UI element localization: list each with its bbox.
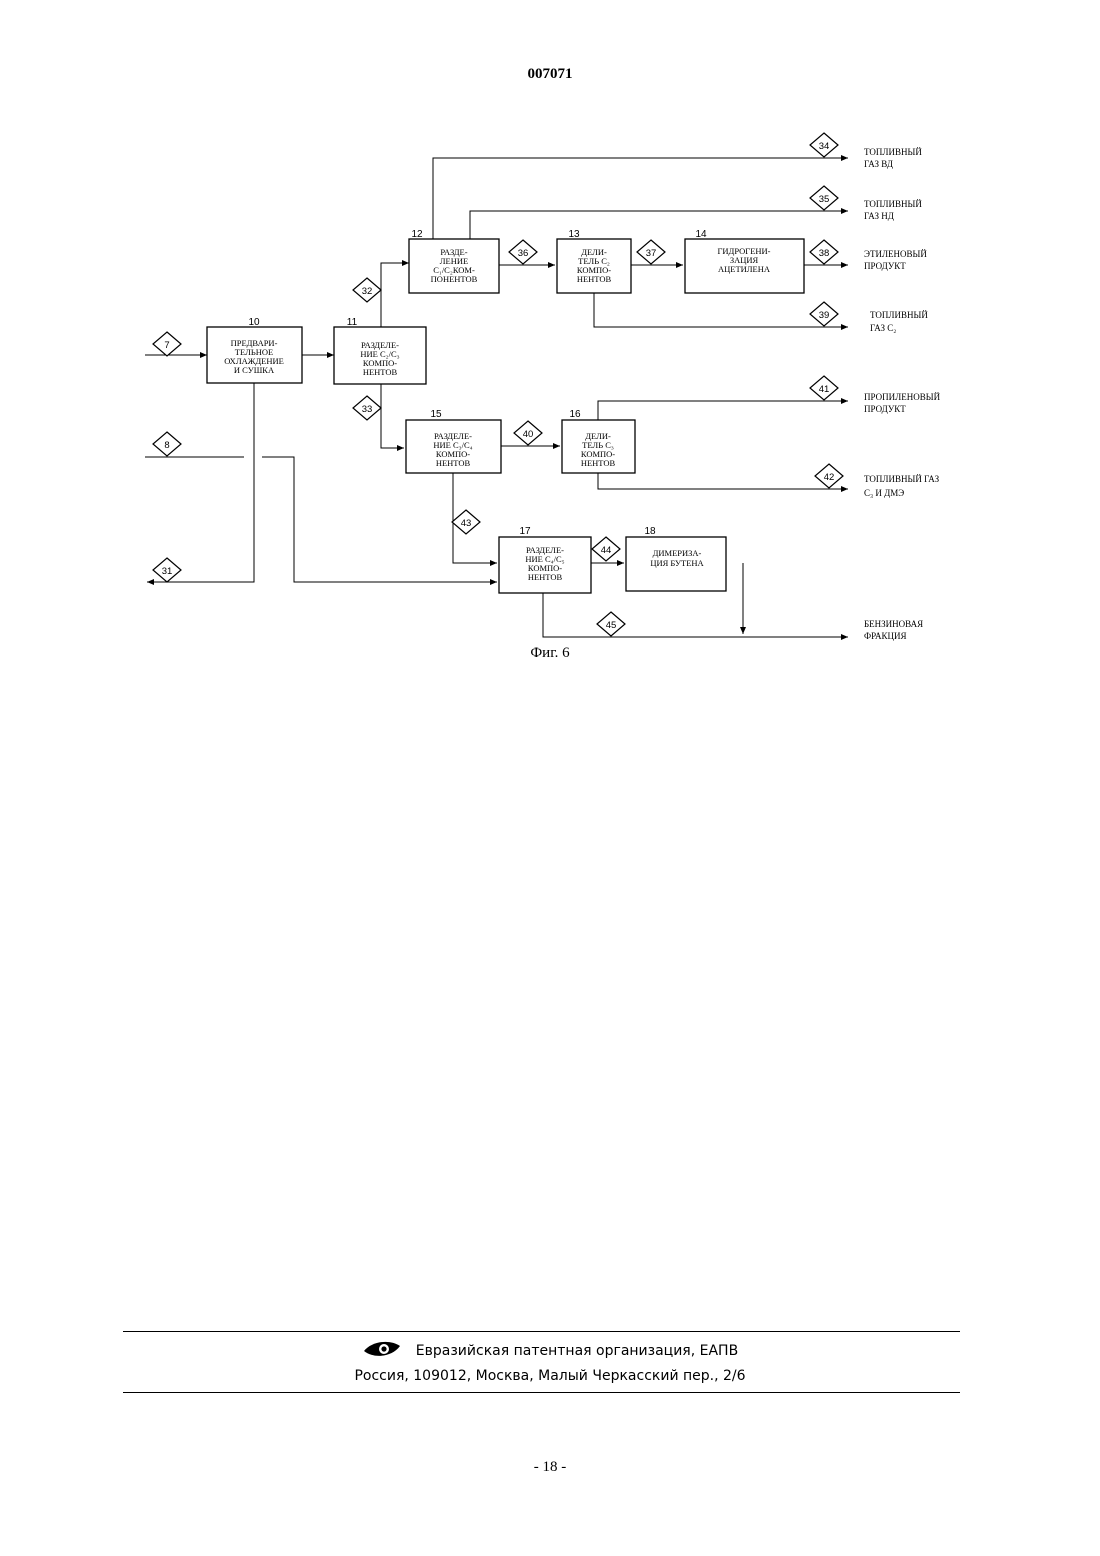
footer-top-rule — [123, 1331, 960, 1332]
svg-text:ТОПЛИВНЫЙ: ТОПЛИВНЫЙ — [864, 199, 922, 209]
block-10: 10 ПРЕДВАРИ- ТЕЛЬНОЕ ОХЛАЖДЕНИЕ И СУШКА — [207, 317, 302, 383]
flow-line — [381, 263, 409, 327]
block-number: 14 — [695, 229, 707, 240]
stream-number: 7 — [164, 340, 169, 351]
stream-number: 39 — [819, 310, 830, 321]
block-number: 13 — [568, 229, 580, 240]
flow-line — [543, 593, 848, 637]
stream-number: 45 — [606, 620, 617, 631]
svg-text:НЕНТОВ: НЕНТОВ — [436, 458, 471, 468]
stream-number: 42 — [824, 472, 835, 483]
block-18: 18 ДИМЕРИЗА- ЦИЯ БУТЕНА — [626, 526, 726, 591]
stream-number: 33 — [362, 404, 373, 415]
svg-text:ПРОДУКТ: ПРОДУКТ — [864, 404, 906, 414]
output-label-41: ПРОПИЛЕНОВЫЙ ПРОДУКТ — [864, 392, 941, 414]
svg-text:ГАЗ C₂: ГАЗ C₂ — [870, 323, 896, 333]
stream-number: 44 — [601, 545, 612, 556]
figure-caption: Фиг. 6 — [500, 645, 600, 662]
svg-text:НЕНТОВ: НЕНТОВ — [577, 274, 612, 284]
block-11: 11 РАЗДЕЛЕ- НИЕ C₂/C₃ КОМПО- НЕНТОВ — [334, 317, 426, 384]
svg-text:C₃ И ДМЭ: C₃ И ДМЭ — [864, 488, 904, 498]
svg-text:АЦЕТИЛЕНА: АЦЕТИЛЕНА — [718, 264, 771, 274]
svg-text:ГАЗ ВД: ГАЗ ВД — [864, 159, 893, 169]
flow-line — [594, 293, 848, 327]
block-12: 12 РАЗДЕ- ЛЕНИЕ C₁/C₂КОМ- ПОНЕНТОВ — [409, 229, 499, 293]
block-number: 17 — [519, 526, 531, 537]
stream-number: 31 — [162, 566, 173, 577]
svg-text:ТОПЛИВНЫЙ: ТОПЛИВНЫЙ — [870, 310, 928, 320]
block-15: 15 РАЗДЕЛЕ- НИЕ C₃/C₄ КОМПО- НЕНТОВ — [406, 409, 501, 473]
svg-text:ЭТИЛЕНОВЫЙ: ЭТИЛЕНОВЫЙ — [864, 249, 927, 259]
stream-number: 37 — [646, 248, 657, 259]
output-label-39: ТОПЛИВНЫЙ ГАЗ C₂ — [870, 310, 928, 333]
eapo-eye-logo-icon — [362, 1339, 402, 1363]
output-label-35: ТОПЛИВНЫЙ ГАЗ НД — [864, 199, 922, 221]
svg-text:БЕНЗИНОВАЯ: БЕНЗИНОВАЯ — [864, 619, 923, 629]
footer-address: Россия, 109012, Москва, Малый Черкасский… — [0, 1368, 1100, 1384]
output-label-45: БЕНЗИНОВАЯ ФРАКЦИЯ — [864, 619, 923, 641]
block-number: 16 — [569, 409, 581, 420]
stream-number: 8 — [164, 440, 169, 451]
flow-line — [598, 401, 848, 420]
svg-text:ПРОДУКТ: ПРОДУКТ — [864, 261, 906, 271]
svg-text:ЦИЯ БУТЕНА: ЦИЯ БУТЕНА — [650, 558, 704, 568]
footer-bottom-rule — [123, 1392, 960, 1393]
flow-line — [433, 158, 848, 239]
block-17: 17 РАЗДЕЛЕ- НИЕ C₄/C₅ КОМПО- НЕНТОВ — [499, 526, 591, 593]
svg-text:ТОПЛИВНЫЙ ГАЗ: ТОПЛИВНЫЙ ГАЗ — [864, 474, 940, 484]
svg-text:ПОНЕНТОВ: ПОНЕНТОВ — [431, 274, 478, 284]
footer-org-name: Евразийская патентная организация, ЕАПВ — [416, 1343, 738, 1359]
stream-number: 41 — [819, 384, 830, 395]
block-14: 14 ГИДРОГЕНИ- ЗАЦИЯ АЦЕТИЛЕНА — [685, 229, 804, 293]
flow-line — [381, 384, 404, 448]
footer-organization: Евразийская патентная организация, ЕАПВ — [0, 1339, 1100, 1363]
svg-text:ГАЗ НД: ГАЗ НД — [864, 211, 894, 221]
svg-text:ДИМЕРИЗА-: ДИМЕРИЗА- — [653, 548, 702, 558]
block-number: 10 — [248, 317, 260, 328]
block-number: 15 — [430, 409, 442, 420]
flow-line — [598, 473, 848, 489]
block-13: 13 ДЕЛИ- ТЕЛЬ C₂ КОМПО- НЕНТОВ — [557, 229, 631, 293]
stream-number: 35 — [819, 194, 830, 205]
block-number: 11 — [347, 317, 358, 328]
page-number: - 18 - — [0, 1459, 1100, 1476]
output-label-42: ТОПЛИВНЫЙ ГАЗ C₃ И ДМЭ — [864, 474, 940, 498]
stream-number: 40 — [523, 429, 534, 440]
stream-number: 32 — [362, 286, 373, 297]
svg-text:НЕНТОВ: НЕНТОВ — [581, 458, 616, 468]
stream-number: 36 — [518, 248, 529, 259]
output-label-34: ТОПЛИВНЫЙ ГАЗ ВД — [864, 147, 922, 169]
flow-line — [470, 211, 848, 239]
svg-text:НЕНТОВ: НЕНТОВ — [528, 572, 563, 582]
block-number: 12 — [411, 229, 423, 240]
flow-line — [147, 383, 254, 582]
stream-number: 34 — [819, 141, 830, 152]
block-number: 18 — [644, 526, 656, 537]
output-label-38: ЭТИЛЕНОВЫЙ ПРОДУКТ — [864, 249, 927, 271]
process-flow-diagram: 10 ПРЕДВАРИ- ТЕЛЬНОЕ ОХЛАЖДЕНИЕ И СУШКА … — [0, 0, 1100, 680]
svg-text:ТОПЛИВНЫЙ: ТОПЛИВНЫЙ — [864, 147, 922, 157]
stream-number: 38 — [819, 248, 830, 259]
svg-text:НЕНТОВ: НЕНТОВ — [363, 367, 398, 377]
svg-text:И СУШКА: И СУШКА — [234, 365, 275, 375]
svg-text:ФРАКЦИЯ: ФРАКЦИЯ — [864, 631, 906, 641]
svg-text:ПРОПИЛЕНОВЫЙ: ПРОПИЛЕНОВЫЙ — [864, 392, 941, 402]
stream-number: 43 — [461, 518, 472, 529]
